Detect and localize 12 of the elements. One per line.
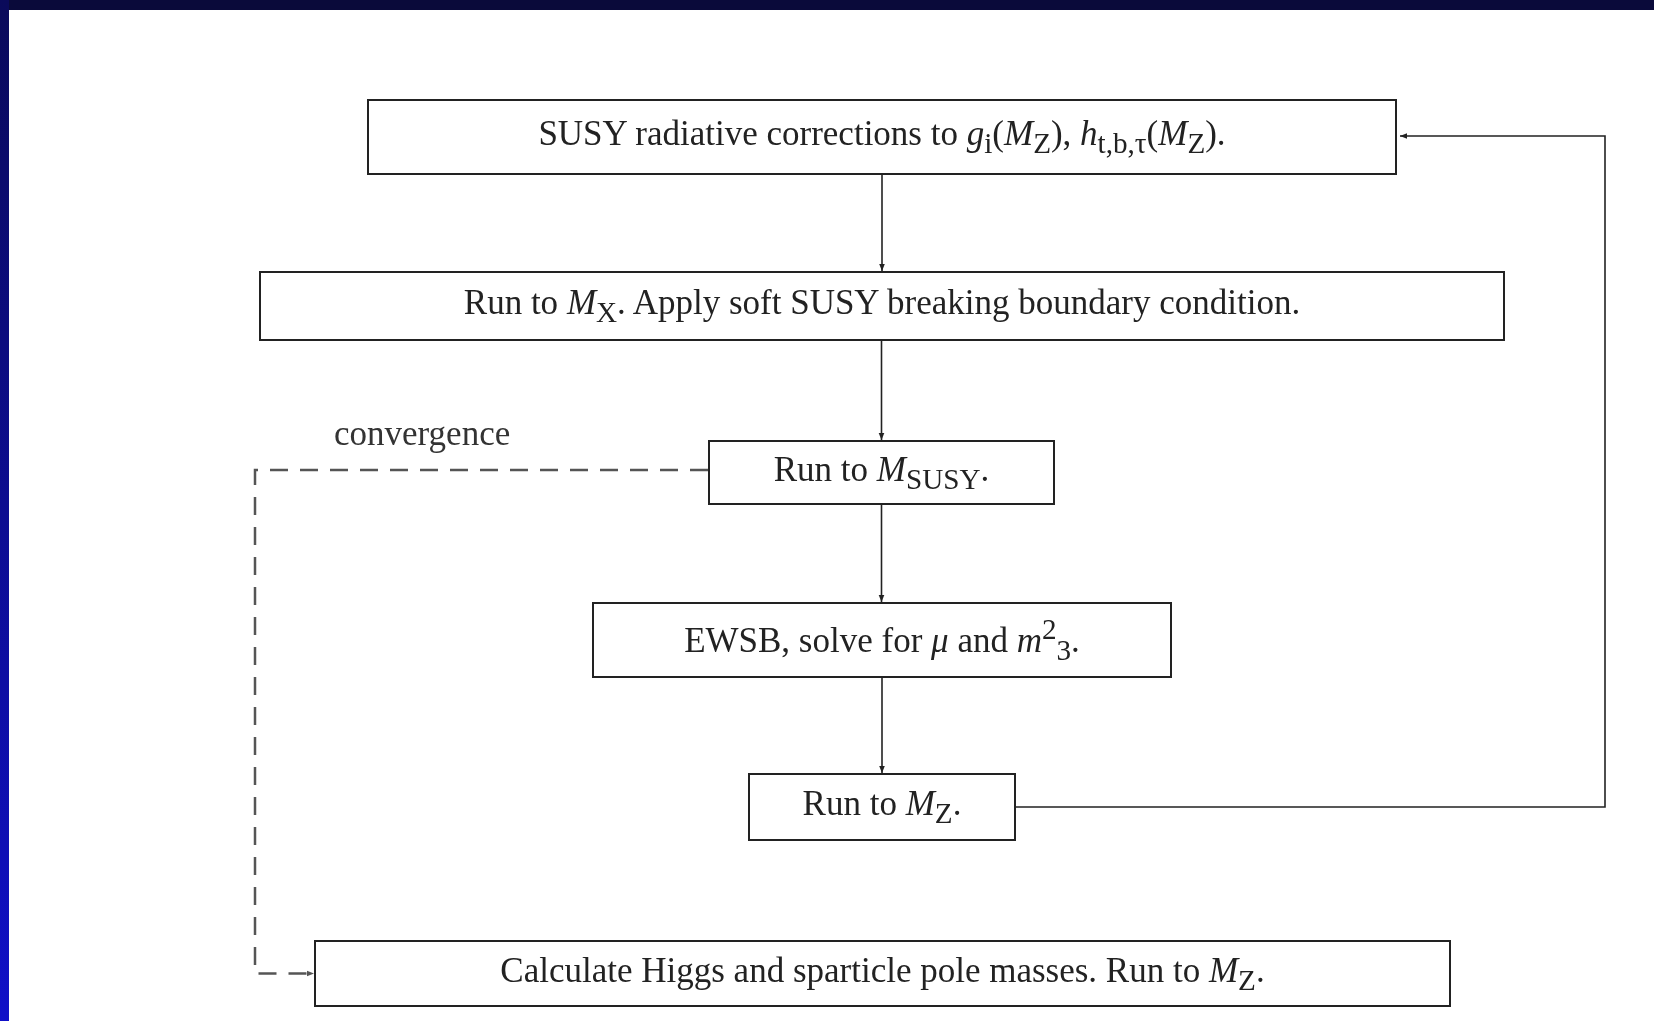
process-box: Run to M$_{SUSY}$.: [708, 440, 1055, 505]
arrow: [878, 504, 885, 603]
process-box: Run to M$_{Z}$.: [748, 773, 1016, 841]
arrow: [878, 340, 885, 441]
arrow: [879, 174, 885, 272]
process-box: EWSB, solve for μ and m$^{2}$$_{3}$.: [592, 602, 1172, 678]
process-box: Calculate Higgs and sparticle pole masses. Run to M$_{Z}$.: [314, 940, 1451, 1007]
process-box: SUSY radiative corrections to g$_{i}$(M$_{Z}$), h$_{t,b,τ}$(M$_{Z}$).: [367, 99, 1397, 175]
arrow: [1015, 133, 1606, 808]
dashed-arrow: [253, 468, 708, 977]
process-box: Run to M$_{X}$. Apply soft SUSY breaking boundary condition.: [259, 271, 1505, 341]
arrow: [879, 677, 885, 774]
